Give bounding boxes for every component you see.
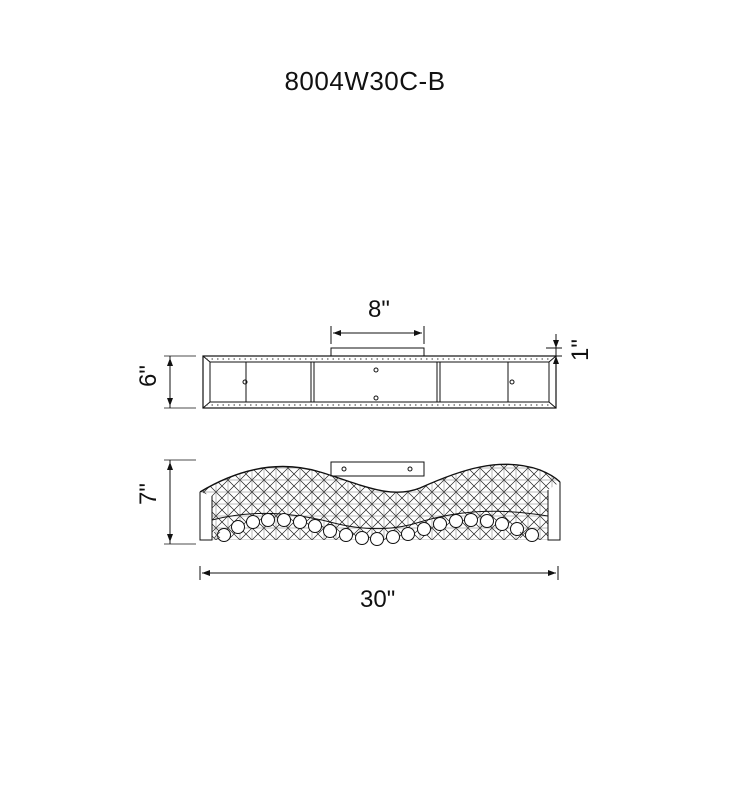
canopy-width-dimension — [330, 326, 425, 344]
top-view-depth-dimension — [164, 355, 196, 409]
crystal-drops — [217, 513, 539, 546]
overall-width-label: 30" — [360, 586, 396, 613]
canopy-height-dimension — [546, 334, 562, 368]
front-view — [199, 461, 561, 546]
canopy-width-label: 8" — [368, 296, 390, 323]
top-view — [202, 347, 557, 409]
model-number-title: 8004W30C-B — [284, 66, 446, 96]
front-view-height-dimension — [164, 459, 196, 545]
overall-width-dimension — [199, 566, 559, 580]
